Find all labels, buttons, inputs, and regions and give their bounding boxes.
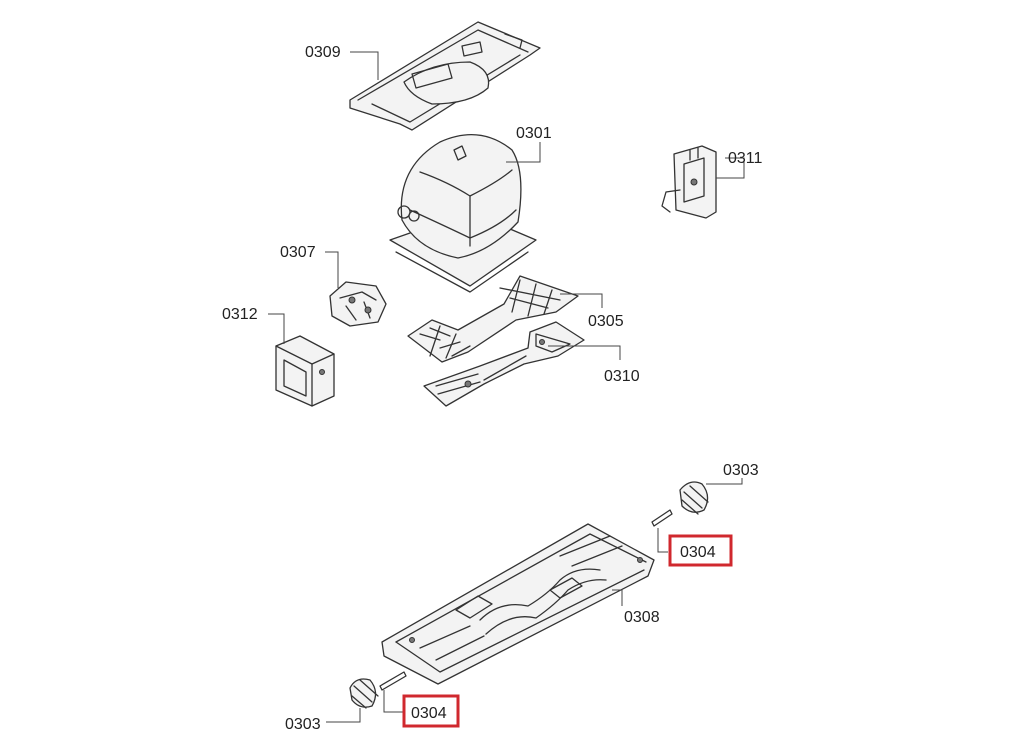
part-0304-pin-top	[651, 509, 673, 527]
part-0303-grommet-top	[679, 481, 709, 515]
callout-0309: 0309	[305, 44, 341, 61]
part-0301-compressor	[389, 134, 537, 293]
part-0307-starter	[329, 281, 387, 327]
callout-0312: 0312	[222, 306, 258, 323]
callout-0311: 0311	[728, 150, 763, 167]
callout-0308: 0308	[624, 609, 660, 626]
callout-0301: 0301	[516, 125, 552, 142]
part-0305-grid	[407, 275, 579, 363]
part-0308-base-plate	[381, 523, 655, 685]
part-0304-pin-bottom	[379, 671, 407, 691]
callout-0305: 0305	[588, 313, 624, 330]
callout-0307: 0307	[280, 244, 316, 261]
callout-0304-right: 0304	[680, 544, 716, 561]
highlight-box-0304-bottom	[402, 694, 460, 728]
part-0310-drip-tray	[423, 321, 585, 407]
part-0303-grommet-bottom	[349, 678, 379, 709]
callout-0310: 0310	[604, 368, 640, 385]
highlight-box-0304-right	[668, 534, 733, 567]
part-0311-relay	[661, 145, 717, 219]
callout-0303-bottom: 0303	[285, 716, 321, 733]
callout-0303-top: 0303	[723, 462, 759, 479]
part-0309-tray	[349, 21, 541, 131]
part-0312-capacitor	[275, 335, 335, 407]
callout-0304-bottom: 0304	[411, 705, 447, 722]
